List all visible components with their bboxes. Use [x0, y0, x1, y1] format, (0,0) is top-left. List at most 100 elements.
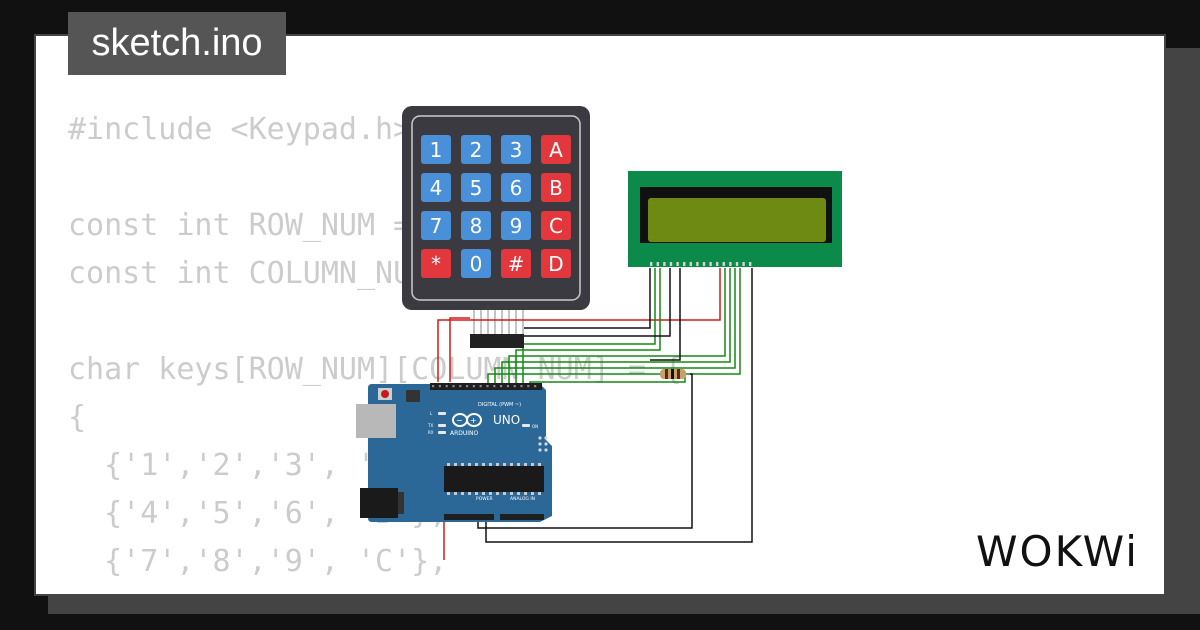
keypad-key[interactable]: 0	[461, 249, 491, 278]
atmega-chip	[444, 466, 544, 492]
keypad-key-face[interactable]	[501, 173, 531, 202]
code-line: {'7','8','9', 'C'},	[68, 544, 448, 579]
keypad-key[interactable]: 7	[421, 211, 451, 240]
power-jack	[360, 488, 398, 518]
digital-pin	[479, 385, 482, 388]
lcd-pin	[702, 262, 706, 266]
svg-text:−: −	[456, 416, 463, 425]
svg-text:L: L	[430, 411, 433, 416]
keypad-connector	[470, 334, 524, 348]
keypad-key-face[interactable]	[421, 249, 451, 278]
keypad-key-label: 3	[510, 138, 523, 162]
keypad-key[interactable]: 1	[421, 135, 451, 164]
keypad-key-face[interactable]	[541, 211, 571, 240]
keypad-key[interactable]: 6	[501, 173, 531, 202]
digital-pin	[527, 385, 530, 388]
keypad-key[interactable]: 2	[461, 135, 491, 164]
analog-label: ANALOG IN	[510, 496, 535, 502]
keypad-key[interactable]: 3	[501, 135, 531, 164]
digital-pin	[452, 385, 455, 388]
digital-pin	[493, 385, 496, 388]
keypad-key-label: 5	[470, 176, 483, 200]
chip-pin	[524, 492, 527, 495]
chip-pin	[524, 463, 527, 466]
uno-model: UNO	[493, 413, 520, 427]
keypad-key-face[interactable]	[421, 173, 451, 202]
chip-pin	[531, 492, 534, 495]
chip-pin	[468, 463, 471, 466]
keypad-key-face[interactable]	[421, 211, 451, 240]
keypad-key-face[interactable]	[501, 211, 531, 240]
keypad-key-face[interactable]	[501, 135, 531, 164]
keypad-key[interactable]: C	[541, 211, 571, 240]
on-led-label: ON	[532, 424, 538, 429]
code-line: char keys[ROW_NUM][COLUMN_NUM] = {	[68, 352, 683, 387]
simulation-preview: #include <Keypad.h>const int ROW_NUM = 4…	[34, 34, 1166, 596]
keypad-key[interactable]: D	[541, 249, 571, 278]
keypad-key[interactable]: 8	[461, 211, 491, 240]
lcd-pins	[650, 262, 752, 266]
chip-pin	[461, 492, 464, 495]
lcd-screen	[648, 198, 826, 242]
digital-pin	[486, 385, 489, 388]
keypad-key[interactable]: 9	[501, 211, 531, 240]
keypad-key-face[interactable]	[541, 249, 571, 278]
keypad-key[interactable]: A	[541, 135, 571, 164]
svg-text:RX: RX	[428, 430, 434, 435]
code-line: {	[68, 400, 87, 435]
lcd-pin	[669, 262, 673, 266]
keypad-key[interactable]: #	[501, 249, 531, 278]
keypad-key-label: B	[549, 176, 563, 200]
keypad-key[interactable]: 5	[461, 173, 491, 202]
chip-pin	[517, 492, 520, 495]
keypad-key[interactable]: 4	[421, 173, 451, 202]
keypad-key-label: 4	[430, 176, 443, 200]
digital-pin	[500, 385, 503, 388]
digital-pin	[472, 385, 475, 388]
keypad-key-label: 2	[470, 138, 483, 162]
code-line: {'*','0','#', 'D'}	[68, 586, 682, 594]
keypad-key-label: 7	[430, 214, 443, 238]
chip-pin	[538, 492, 541, 495]
keypad-key-face[interactable]	[461, 249, 491, 278]
keypad-key-face[interactable]	[421, 135, 451, 164]
chip-pin	[531, 463, 534, 466]
keypad-key-face[interactable]	[541, 135, 571, 164]
chip-pin	[496, 492, 499, 495]
power-label: POWER	[476, 496, 493, 502]
wokwi-logo: WOKWi	[976, 527, 1139, 576]
digital-pin	[459, 385, 462, 388]
keypad-key-face[interactable]	[541, 173, 571, 202]
lcd-pin	[729, 262, 732, 266]
chip-pin	[517, 463, 520, 466]
chip-pin	[489, 492, 492, 495]
usb-connector	[356, 404, 396, 438]
keypad-key-face[interactable]	[501, 249, 531, 278]
keypad-key[interactable]: B	[541, 173, 571, 202]
digital-pin	[432, 385, 435, 388]
chip-pin	[489, 463, 492, 466]
keypad-key-label: #	[508, 252, 525, 276]
keypad-key-label: C	[549, 214, 563, 238]
wokwi-logo-text: WOKWi	[976, 527, 1139, 576]
keypad-key[interactable]: *	[421, 249, 451, 278]
keypad-key-face[interactable]	[461, 211, 491, 240]
chip-pin	[482, 492, 485, 495]
keypad-key-label: 8	[470, 214, 483, 238]
keypad-key-face[interactable]	[461, 135, 491, 164]
code-line: #include <Keypad.h>	[68, 112, 412, 147]
lcd-pin	[735, 262, 739, 266]
file-tab[interactable]: sketch.ino	[68, 12, 286, 75]
icsp-header	[538, 436, 548, 452]
lcd-pin	[683, 262, 686, 266]
keypad-key-face[interactable]	[461, 173, 491, 202]
chip-pin	[461, 463, 464, 466]
digital-pin	[445, 385, 448, 388]
chip-pin	[454, 463, 457, 466]
power-header	[444, 514, 494, 520]
digital-label: DIGITAL (PWM ~)	[478, 402, 521, 408]
lcd-1602	[628, 171, 842, 267]
chip-pin	[503, 463, 506, 466]
chip-pin	[496, 463, 499, 466]
